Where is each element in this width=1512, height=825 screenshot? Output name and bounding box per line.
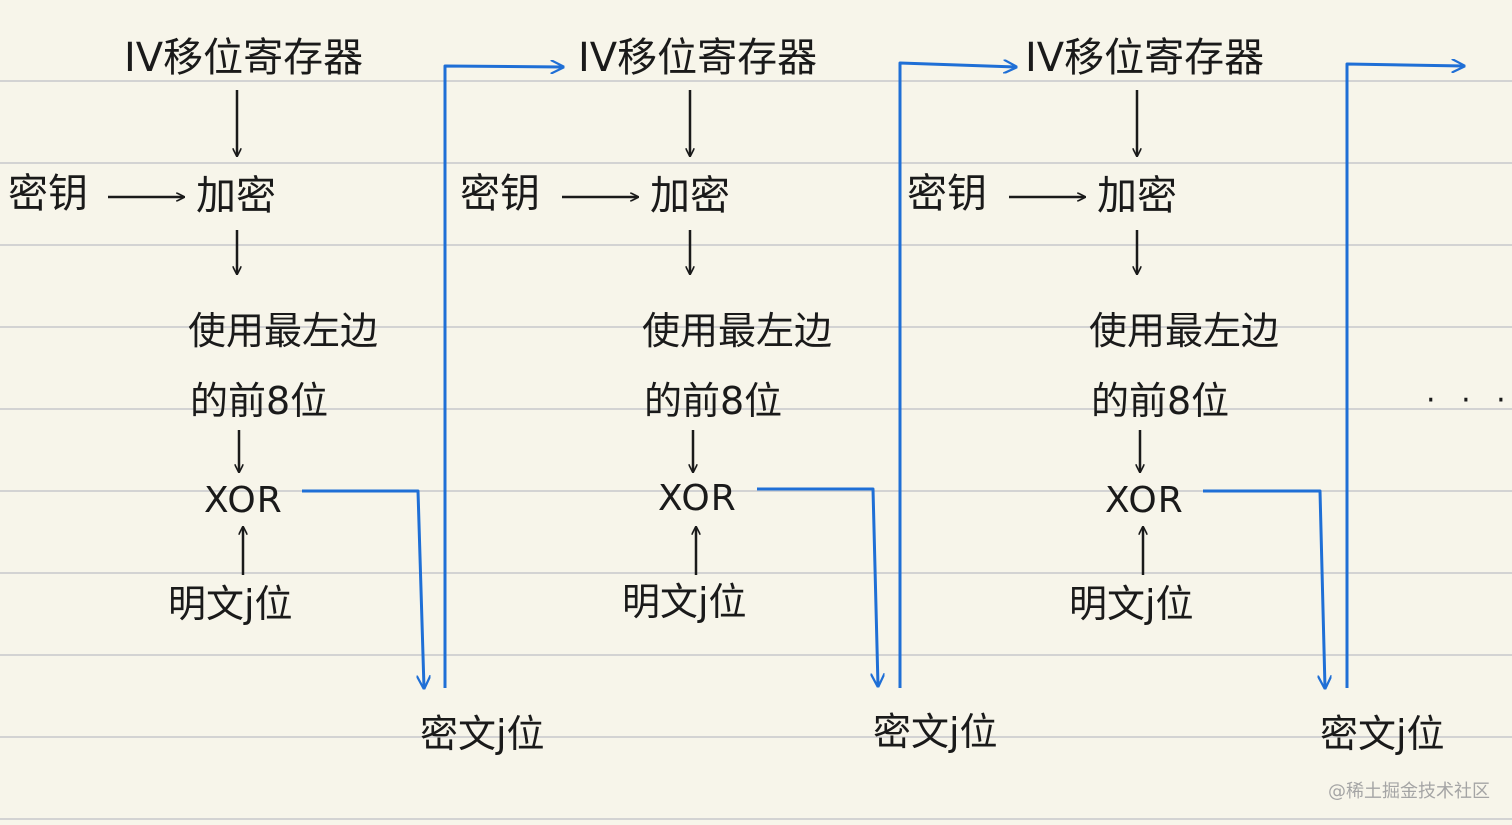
stage3-feedback-wire [1345,64,1464,688]
stage2-xor-to-ciphertext-wire [757,487,878,686]
shift-register-label: IV移位寄存器 [124,35,364,81]
stage3-arrows [1009,90,1143,575]
continuation-dots: · · · [1426,383,1512,418]
xor-label: XOR [1105,480,1184,521]
stage2-arrows [562,90,696,575]
select-line2-label: 的前8位 [644,379,783,423]
key-label: 密钥 [907,171,987,217]
plaintext-label: 明文j位 [1069,582,1194,626]
stage1-arrows [108,90,243,575]
xor-label: XOR [204,480,283,521]
ciphertext-label: 密文j位 [873,710,998,754]
stage2-feedback-wire [898,63,1016,688]
feedback-wires [443,63,1464,688]
encrypt-label: 加密 [196,173,276,219]
ciphertext-label: 密文j位 [1320,712,1445,756]
plaintext-label: 明文j位 [168,582,293,626]
watermark: @稀土掘金技术社区 [1328,781,1490,802]
key-label: 密钥 [8,171,88,217]
stage1-feedback-wire [443,66,563,688]
xor-output-wires [302,487,1325,688]
shift-register-label: IV移位寄存器 [578,35,818,81]
select-line1-label: 使用最左边 [642,309,833,353]
xor-label: XOR [658,478,737,519]
ciphertext-label: 密文j位 [420,712,545,756]
select-line1-label: 使用最左边 [1089,309,1280,353]
encrypt-label: 加密 [650,173,730,219]
key-label: 密钥 [460,171,540,217]
plaintext-label: 明文j位 [622,580,747,624]
stage1-xor-to-ciphertext-wire [302,489,424,688]
select-line2-label: 的前8位 [1091,379,1230,423]
select-line1-label: 使用最左边 [188,309,379,353]
stage3-xor-to-ciphertext-wire [1203,489,1325,688]
encrypt-label: 加密 [1097,173,1177,219]
select-line2-label: 的前8位 [190,379,329,423]
shift-register-label: IV移位寄存器 [1025,35,1265,81]
